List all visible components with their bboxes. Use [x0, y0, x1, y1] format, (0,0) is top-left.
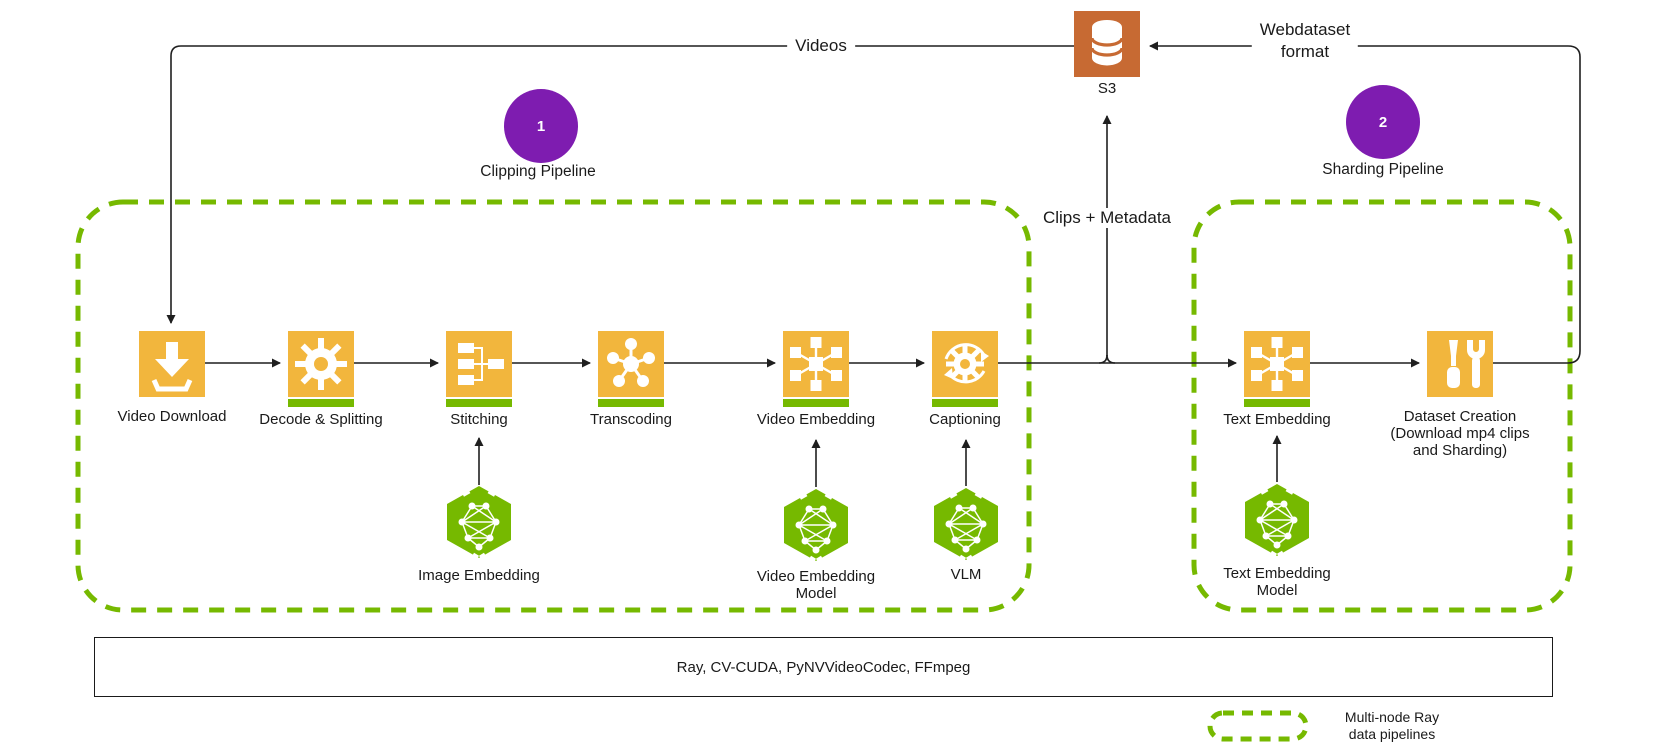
webdataset-format-line1: Webdataset — [1259, 20, 1351, 39]
legend-label: Multi-node Ray data pipelines — [1345, 709, 1439, 743]
stage-label-video-embedding: Video Embedding — [756, 411, 876, 428]
s3-icon — [1074, 11, 1140, 77]
gear-icon — [295, 338, 347, 390]
tools-icon — [1447, 340, 1485, 388]
database-icon — [1090, 20, 1124, 66]
webdataset-format-label: Webdataset format — [1251, 19, 1359, 63]
hub-spoke-icon — [607, 338, 655, 387]
stage-label-stitching: Stitching — [450, 411, 508, 428]
legend-line2: data pipelines — [1348, 726, 1436, 742]
videos-label: Videos — [787, 36, 855, 56]
video-embedding-model-line2: Model — [795, 585, 837, 602]
sharding-pipeline-number: 2 — [1378, 113, 1388, 131]
stage-label-video-download: Video Download — [117, 408, 227, 425]
transcoding-icon — [598, 331, 664, 397]
transcoding-greenbar — [598, 399, 664, 407]
image-embedding-model-icon — [444, 484, 514, 560]
neural-net-hexagon-icon — [784, 489, 848, 563]
clips-metadata-label: Clips + Metadata — [1034, 208, 1180, 228]
video-embedding-icon — [783, 331, 849, 397]
s3-label: S3 — [1097, 80, 1117, 97]
sharding-pipeline-dashed-box — [1191, 199, 1573, 613]
sharding-pipeline-title: Sharding Pipeline — [1322, 161, 1444, 178]
gear-refresh-icon — [944, 343, 989, 384]
text-embedding-icon — [1244, 331, 1310, 397]
model-label-text-embedding-model: Text Embedding Model — [1223, 565, 1331, 599]
model-label-video-embedding-model: Video Embedding Model — [757, 568, 875, 602]
dataset-creation-line3: and Sharding) — [1412, 442, 1508, 459]
vlm-model-icon — [931, 486, 1001, 562]
captioning-greenbar — [932, 399, 998, 407]
stage-label-dataset-creation: Dataset Creation (Download mp4 clips and… — [1390, 408, 1529, 459]
video-download-icon — [139, 331, 205, 397]
model-label-vlm: VLM — [950, 566, 982, 583]
video-embedding-greenbar — [783, 399, 849, 407]
text-embedding-greenbar — [1244, 399, 1310, 407]
stage-label-captioning: Captioning — [929, 411, 1001, 428]
embedding-network-icon — [790, 337, 842, 391]
captioning-icon — [932, 331, 998, 397]
technology-box-label: Ray, CV-CUDA, PyNVVideoCodec, FFmpeg — [676, 658, 971, 676]
technology-box: Ray, CV-CUDA, PyNVVideoCodec, FFmpeg — [94, 637, 1553, 697]
dataset-creation-to-s3-line — [1149, 41, 1581, 364]
clipping-pipeline-badge: 1 — [504, 89, 578, 163]
neural-net-hexagon-icon — [447, 486, 511, 560]
sharding-pipeline-badge: 2 — [1346, 85, 1420, 159]
text-embedding-model-line2: Model — [1256, 582, 1298, 599]
legend-dashed-swatch — [1207, 710, 1309, 742]
download-icon — [151, 342, 193, 392]
stage-label-decode-splitting: Decode & Splitting — [259, 411, 383, 428]
video-embedding-model-icon — [781, 487, 851, 563]
clipping-pipeline-title: Clipping Pipeline — [480, 163, 596, 180]
decode-splitting-greenbar — [288, 399, 354, 407]
model-label-image-embedding: Image Embedding — [418, 567, 540, 584]
dataset-creation-line1: Dataset Creation — [1403, 408, 1517, 425]
stage-label-transcoding: Transcoding — [590, 411, 672, 428]
text-embedding-model-icon — [1242, 482, 1312, 558]
clipping-pipeline-dashed-box — [75, 199, 1032, 613]
webdataset-format-line2: format — [1280, 42, 1330, 61]
s3-to-video-download-line — [166, 45, 1074, 324]
stitching-greenbar — [446, 399, 512, 407]
decode-splitting-icon — [288, 331, 354, 397]
text-embedding-model-line1: Text Embedding — [1223, 565, 1331, 582]
legend-line1: Multi-node Ray — [1344, 709, 1440, 725]
stage-label-text-embedding: Text Embedding — [1223, 411, 1331, 428]
clipping-pipeline-number: 1 — [536, 117, 546, 135]
flow-tree-icon — [458, 343, 504, 385]
clips-junction-fillet-left — [1098, 354, 1108, 364]
dataset-creation-line2: (Download mp4 clips — [1390, 425, 1530, 442]
dataset-creation-icon — [1427, 331, 1493, 397]
embedding-network-icon — [1251, 337, 1303, 391]
video-embedding-model-line1: Video Embedding — [756, 568, 876, 585]
stitching-icon — [446, 331, 512, 397]
neural-net-hexagon-icon — [1245, 484, 1309, 558]
neural-net-hexagon-icon — [934, 488, 998, 562]
clips-junction-fillet-right — [1106, 354, 1116, 364]
